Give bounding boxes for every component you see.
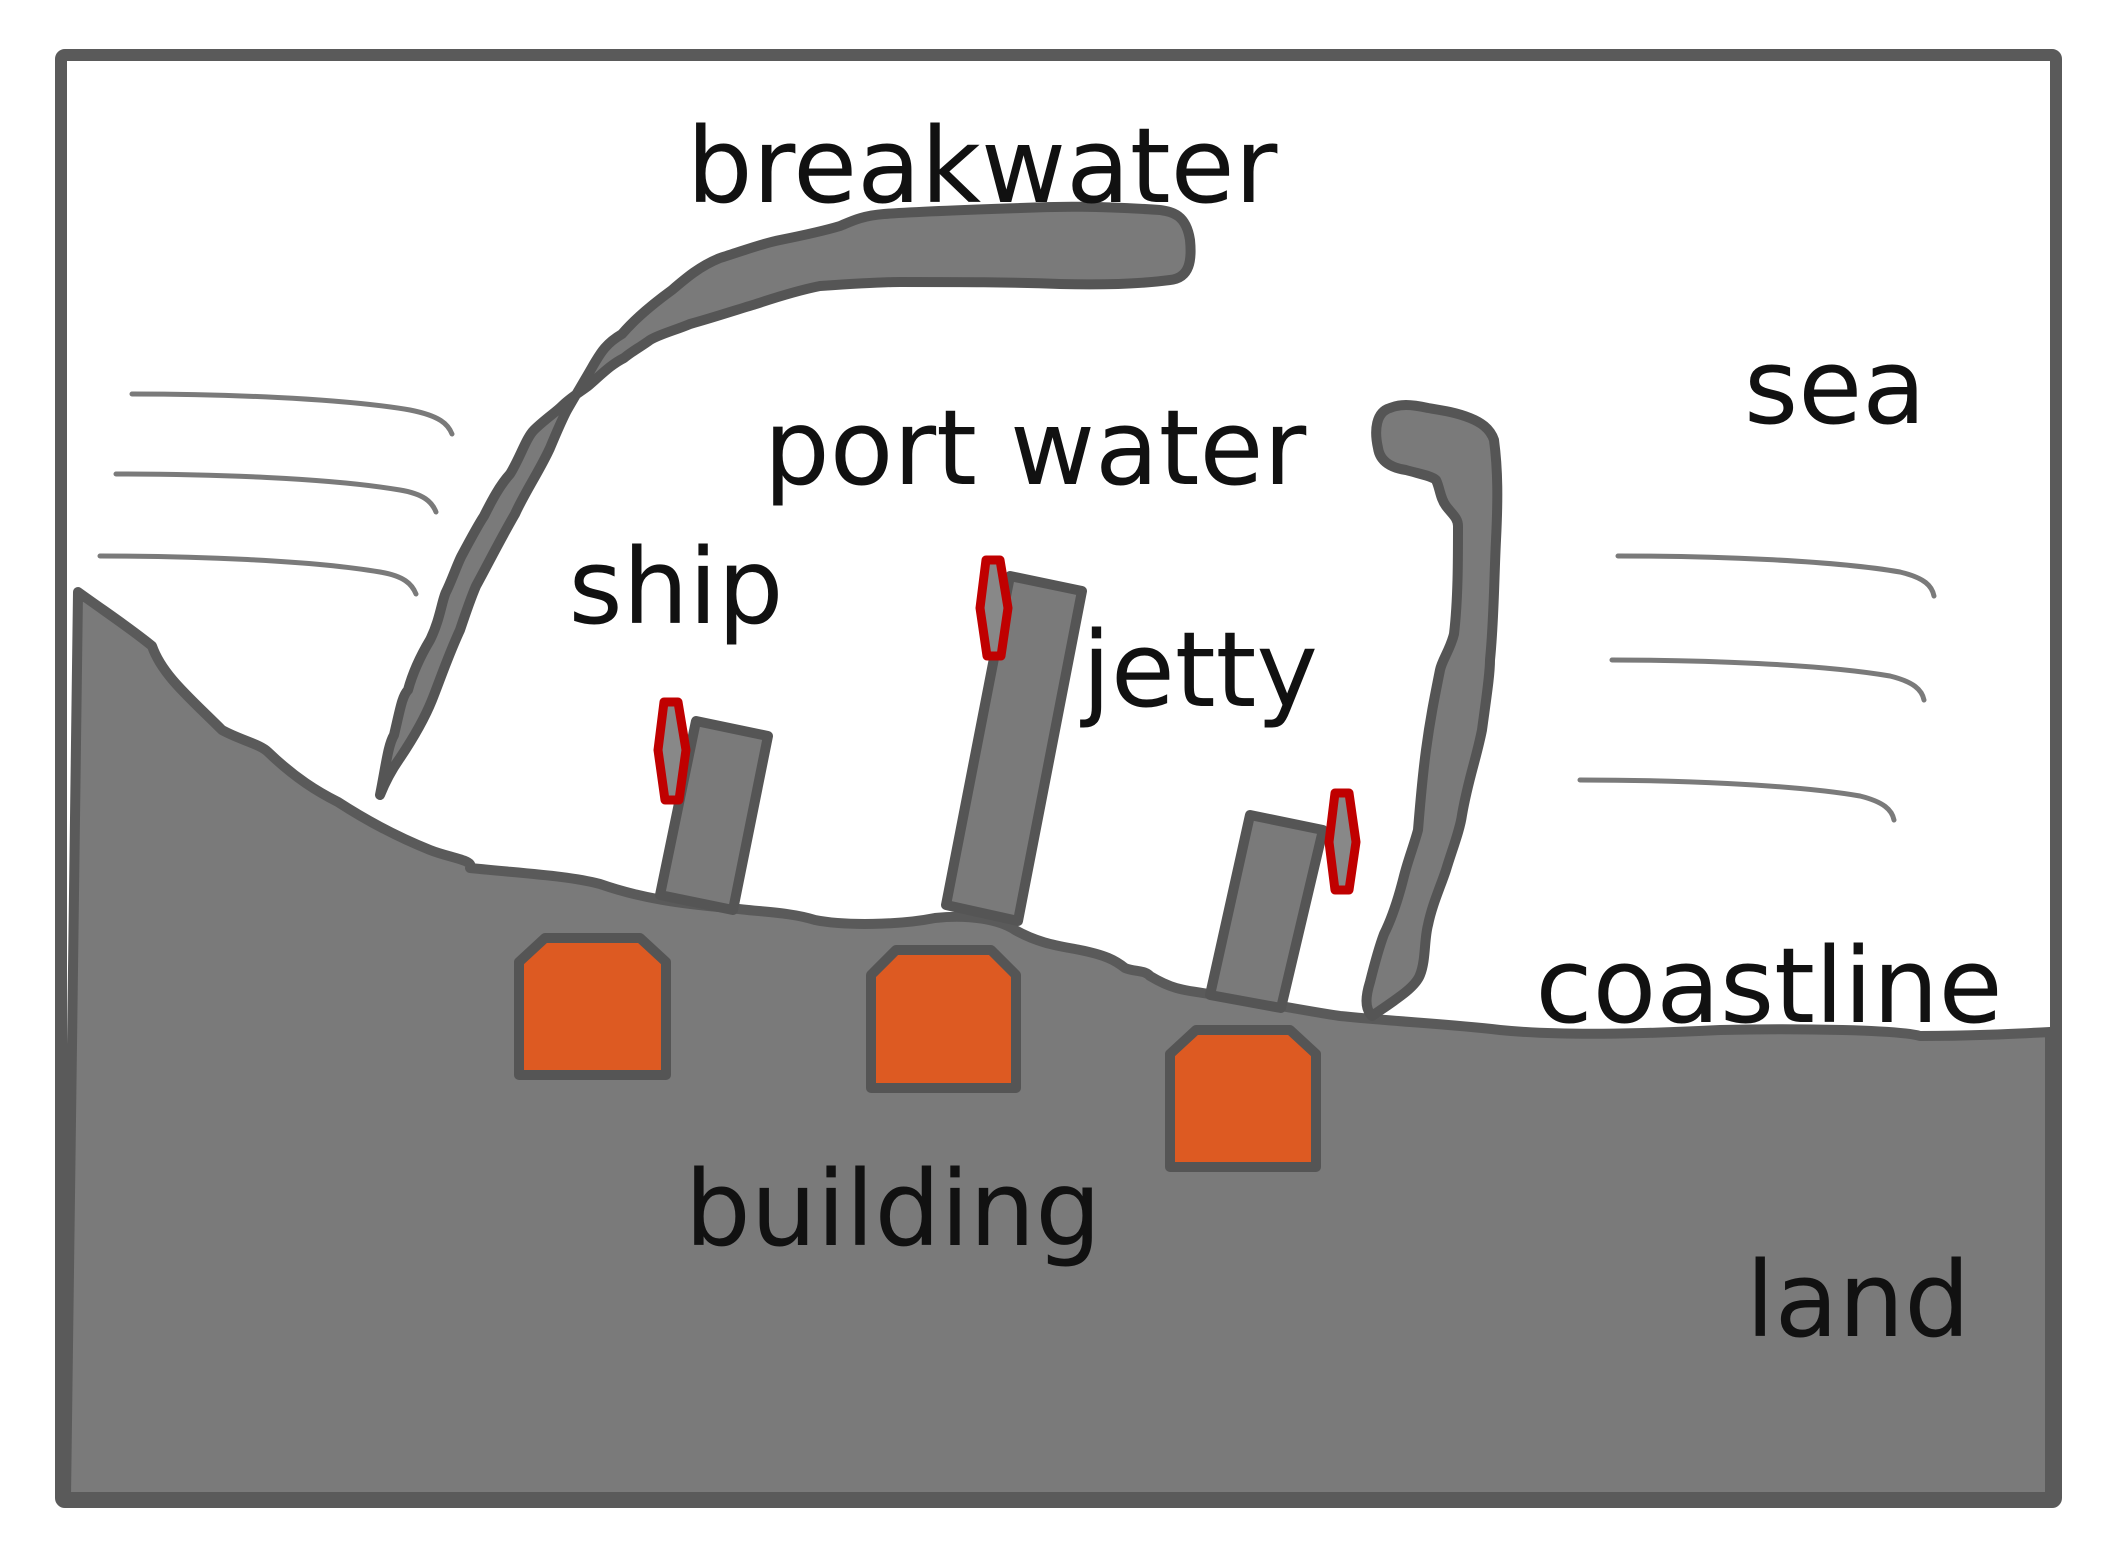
wave-line: [97, 553, 419, 597]
ship-middle: [975, 555, 1013, 661]
wave-line: [129, 391, 455, 437]
jetty-right: [1205, 810, 1328, 1013]
label-breakwater: breakwater: [687, 105, 1278, 227]
wave-line: [113, 471, 439, 515]
label-sea: sea: [1744, 326, 1926, 448]
right-breakwater: [1361, 400, 1503, 1021]
jetty-middle: [941, 571, 1087, 926]
label-jetty: jetty: [1080, 609, 1318, 731]
building-right: [1165, 1025, 1321, 1172]
left-breakwater: [375, 201, 1196, 800]
wave-line: [1615, 553, 1937, 599]
label-ship: ship: [568, 526, 783, 648]
wave-line: [1609, 657, 1927, 703]
ship-right: [1324, 788, 1361, 895]
wave-line: [1577, 777, 1897, 823]
label-port-water: port water: [764, 387, 1307, 509]
label-building: building: [685, 1148, 1102, 1270]
building-left: [514, 933, 671, 1080]
building-middle: [866, 945, 1021, 1093]
label-land: land: [1746, 1239, 1971, 1361]
land-area: [61, 587, 2055, 1502]
ship-left: [653, 697, 691, 805]
label-coastline: coastline: [1535, 925, 2002, 1047]
